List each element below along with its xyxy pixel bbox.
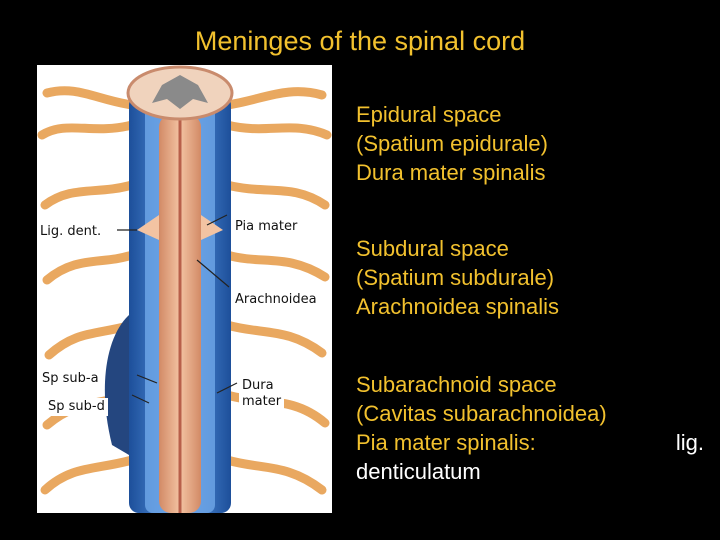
subarachnoid-membrane-line: Pia mater spinalis: lig. (356, 428, 706, 457)
subdural-heading: Subdural space (356, 236, 509, 261)
subarachnoid-heading: Subarachnoid space (356, 372, 557, 397)
subdural-membrane: Arachnoidea spinalis (356, 294, 560, 319)
label-lig-dent: Lig. dent. (37, 223, 105, 241)
subarachnoid-ligament: denticulatum (356, 459, 481, 484)
epidural-block: Epidural space (Spatium epidurale) Dura … (356, 100, 548, 187)
label-dura-line2: mater (242, 394, 282, 409)
subarachnoid-latin: (Cavitas subarachnoidea) (356, 401, 607, 426)
epidural-membrane: Dura mater spinalis (356, 160, 546, 185)
epidural-heading: Epidural space (356, 102, 502, 127)
label-arachnoidea: Arachnoidea (232, 291, 320, 309)
subarachnoid-lig: lig. (675, 430, 704, 455)
subarachnoid-block: Subarachnoid space (Cavitas subarachnoid… (356, 370, 706, 486)
label-pia-mater: Pia mater (232, 218, 301, 236)
slide-title: Meninges of the spinal cord (194, 26, 526, 56)
label-dura-line1: Dura (242, 378, 274, 393)
subdural-latin: (Spatium subdurale) (356, 265, 555, 290)
label-dura-mater: Dura mater (239, 377, 285, 411)
subdural-block: Subdural space (Spatium subdurale) Arach… (356, 234, 559, 321)
epidural-latin: (Spatium epidurale) (356, 131, 548, 156)
label-sp-sub-d: Sp sub-d (45, 398, 108, 416)
spinal-cord-illustration: Lig. dent. Pia mater Arachnoidea Sp sub-… (37, 65, 332, 513)
label-sp-sub-a: Sp sub-a (39, 370, 102, 388)
subarachnoid-membrane: Pia mater spinalis: (356, 430, 536, 455)
